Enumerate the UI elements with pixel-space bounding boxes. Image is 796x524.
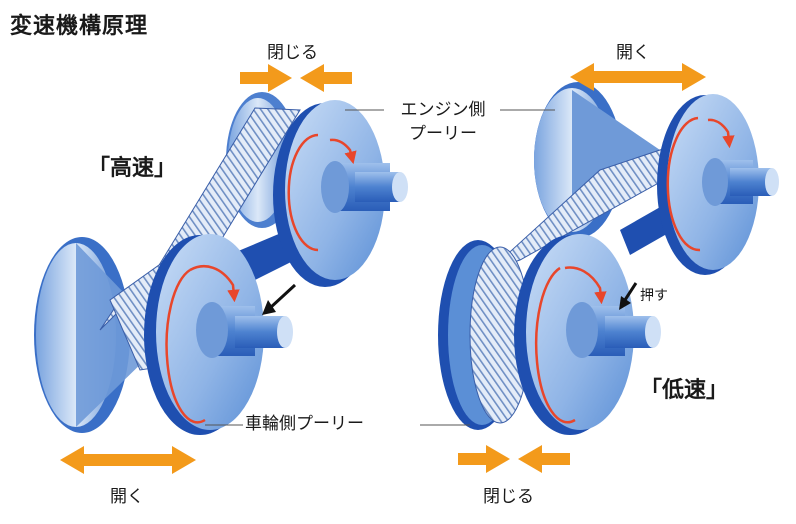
push-arrow: [623, 282, 638, 301]
label-high-speed: 「高速」: [88, 156, 177, 181]
leader-lines: [205, 109, 555, 426]
arrow-close-top: [240, 64, 352, 92]
label-engine-pulley: エンジン側 プーリー: [388, 98, 498, 146]
wheel-shaft: [235, 316, 285, 348]
arrow-open-bottom: [60, 446, 196, 474]
high-speed-assembly: [34, 92, 408, 435]
label-engine-pulley-line1: エンジン側: [400, 100, 486, 120]
arrow-open-top: [570, 63, 706, 91]
orange-arrows: [60, 63, 706, 474]
label-low-speed: 「低速」: [640, 378, 729, 403]
motion-arrow: [268, 283, 297, 310]
label-open-top: 開く: [616, 43, 650, 63]
label-engine-pulley-line2: プーリー: [409, 124, 477, 144]
label-close-bottom: 閉じる: [483, 487, 534, 507]
low-speed-assembly: [438, 82, 779, 435]
label-close-top: 閉じる: [267, 43, 318, 63]
arrow-close-bottom: [458, 445, 570, 473]
page-title: 変速機構原理: [10, 14, 149, 39]
rotation-arrow-engine: [329, 138, 357, 165]
label-push: 押す: [640, 288, 668, 304]
rotation-arrow-engine-right: [707, 118, 735, 149]
label-open-bottom: 開く: [110, 487, 144, 507]
label-wheel-pulley: 車輪側プーリー: [245, 414, 364, 434]
rotation-arrow-wheel-right: [564, 266, 607, 305]
rotation-arrow-wheel: [189, 265, 240, 303]
